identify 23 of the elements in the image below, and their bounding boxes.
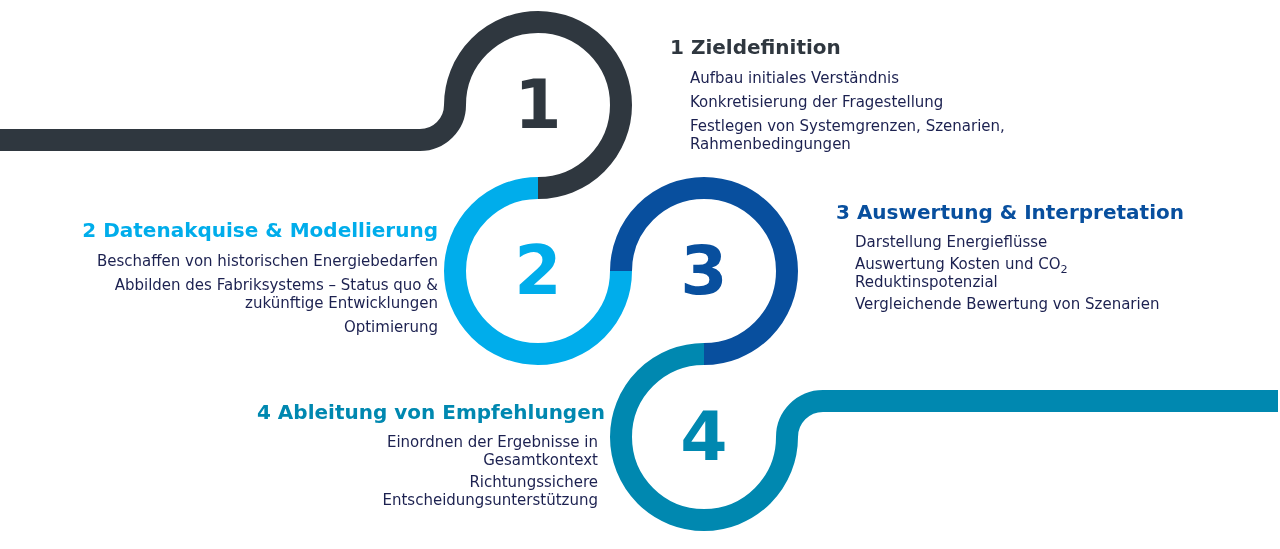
step-description: Abbilden des Fabriksystems – Status quo & zukünftige Entwicklungen <box>114 276 438 312</box>
step-description: Konkretisierung der Fragestellung <box>690 93 944 111</box>
step-heading: 4 Ableitung von Empfehlungen <box>256 399 605 425</box>
step-heading: 2 Datenakquise & Modellierung <box>82 217 438 243</box>
step-description: Darstellung Energieflüsse <box>855 233 1048 251</box>
step-description: Optimierung <box>343 318 438 336</box>
step-description: Richtungssichere Entscheidungsunterstützung <box>382 473 598 509</box>
step-heading: 1 Zieldefinition <box>670 34 841 60</box>
step-description: Auswertung Kosten und CO$_{2}$ Reduktinspotenzial <box>855 255 1068 291</box>
step-description: Vergleichende Bewertung von Szenarien <box>855 295 1160 313</box>
step-number: 3 <box>680 237 728 305</box>
step-ring <box>610 177 798 365</box>
step-description: Aufbau initiales Verständnis <box>690 69 899 87</box>
step-number: 1 <box>514 71 562 139</box>
step-ring <box>610 343 798 531</box>
step-number: 2 <box>514 237 562 305</box>
step-description: Beschaffen von historischen Energiebedarfen <box>96 252 438 270</box>
step-description: Einordnen der Ergebnisse in Gesamtkontext <box>386 433 598 469</box>
step-ring <box>444 11 632 199</box>
step-ring <box>444 177 632 365</box>
step-heading: 3 Auswertung & Interpretation <box>836 199 1184 225</box>
step-description: Festlegen von Systemgrenzen, Szenarien, Rahmenbedingungen <box>690 117 1005 153</box>
step-number: 4 <box>680 403 728 471</box>
